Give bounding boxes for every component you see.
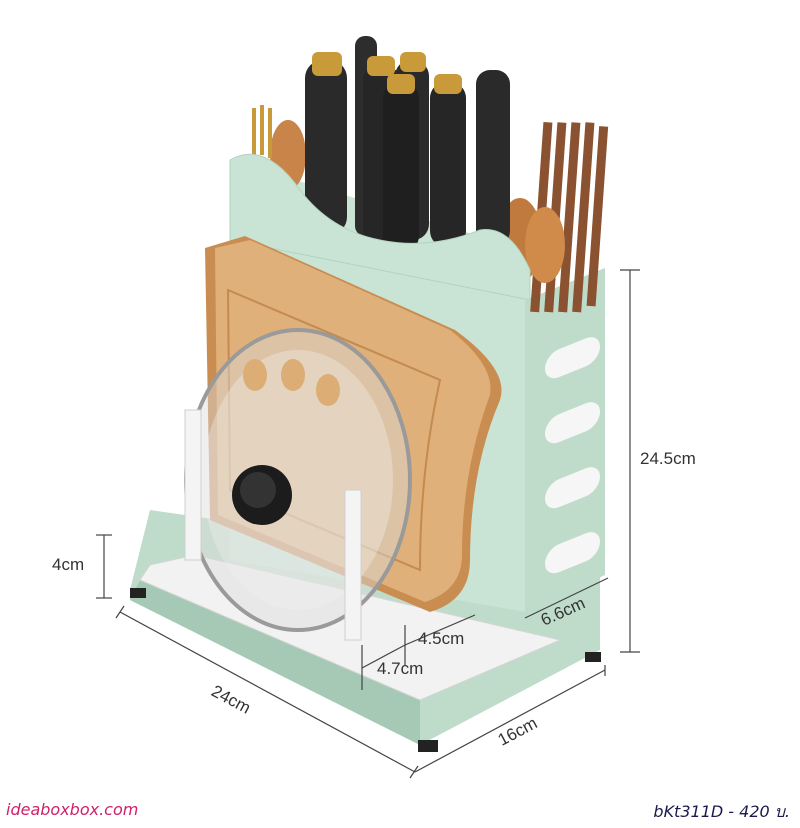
knife-block-front: [229, 153, 531, 301]
lid-holders: [184, 409, 362, 641]
pot-lid: [184, 328, 412, 632]
slot-b-label: 4.7cm: [377, 659, 424, 678]
tray-height-label: 4cm: [52, 555, 85, 574]
knives: [305, 36, 510, 252]
height-label: 24.5cm: [640, 449, 696, 468]
dimension-lines: [96, 269, 640, 779]
site-watermark: ideaboxbox.com: [6, 800, 139, 819]
slot-a-label: 4.5cm: [418, 629, 465, 648]
product-code-watermark: bKt311D - 420 บ.: [653, 802, 790, 821]
